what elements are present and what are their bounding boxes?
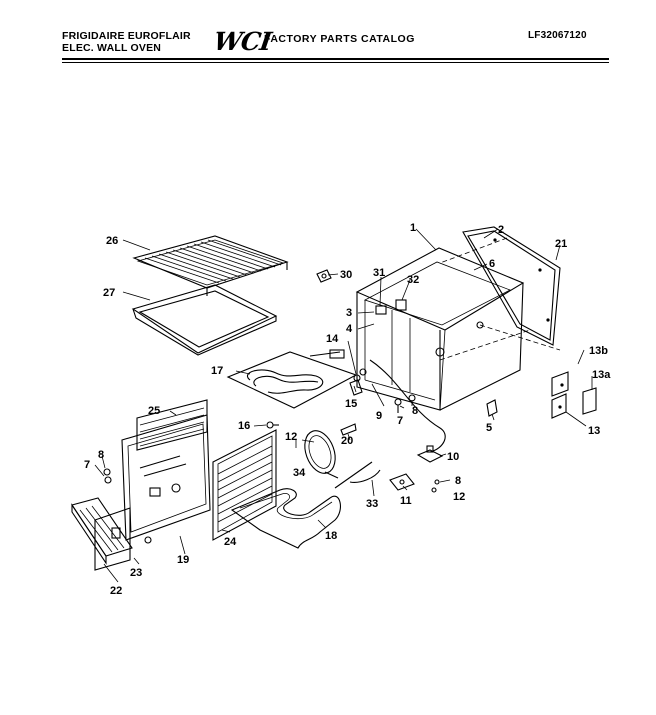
label-8c: 8 xyxy=(455,475,461,487)
label-9: 9 xyxy=(376,410,382,422)
label-13b: 13b xyxy=(589,345,608,357)
leader-lines xyxy=(94,228,593,583)
part-labels: 26 27 1 2 6 21 30 31 32 3 4 14 17 15 9 7… xyxy=(84,222,611,597)
label-3: 3 xyxy=(346,307,352,319)
label-24: 24 xyxy=(224,536,237,548)
rear-panel xyxy=(439,226,561,346)
label-30: 30 xyxy=(340,269,352,281)
brand-line-1: FRIGIDAIRE EUROFLAIR xyxy=(62,30,191,42)
label-16: 16 xyxy=(238,420,250,432)
label-10: 10 xyxy=(447,451,459,463)
label-7a: 7 xyxy=(84,459,90,471)
broil-element xyxy=(226,349,358,409)
bake-element xyxy=(230,488,341,549)
label-22: 22 xyxy=(110,585,122,597)
label-23: 23 xyxy=(130,567,142,579)
label-21: 21 xyxy=(555,238,567,250)
label-4: 4 xyxy=(346,323,353,335)
hinge-assembly xyxy=(551,371,597,419)
label-12a: 12 xyxy=(285,431,297,443)
label-11: 11 xyxy=(400,495,412,507)
label-25: 25 xyxy=(148,405,160,417)
label-13: 13 xyxy=(588,425,600,437)
label-14: 14 xyxy=(326,333,339,345)
fan-assembly xyxy=(304,430,339,479)
label-1: 1 xyxy=(410,222,416,234)
label-8a: 8 xyxy=(412,405,418,417)
header-rule-thin xyxy=(62,62,609,63)
label-17: 17 xyxy=(211,365,223,377)
label-13a: 13a xyxy=(592,369,611,381)
oven-door xyxy=(121,414,211,541)
label-33: 33 xyxy=(366,498,378,510)
header-rule-thick xyxy=(62,58,609,60)
label-18: 18 xyxy=(325,530,337,542)
model-number: LF32067120 xyxy=(528,30,587,41)
label-19: 19 xyxy=(177,554,189,566)
small-parts xyxy=(103,269,498,493)
label-5: 5 xyxy=(486,422,492,434)
brand-title: FRIGIDAIRE EUROFLAIR ELEC. WALL OVEN xyxy=(62,30,191,54)
label-20: 20 xyxy=(341,435,353,447)
broil-pan xyxy=(131,284,278,356)
label-27: 27 xyxy=(103,287,115,299)
label-26: 26 xyxy=(106,235,118,247)
label-8b: 8 xyxy=(98,449,104,461)
label-6: 6 xyxy=(489,258,495,270)
label-12b: 12 xyxy=(453,491,465,503)
label-15: 15 xyxy=(345,398,357,410)
oven-rack xyxy=(132,235,289,296)
label-7b: 7 xyxy=(397,415,403,427)
door-frame xyxy=(94,507,152,571)
brand-line-2: ELEC. WALL OVEN xyxy=(62,42,162,54)
label-32: 32 xyxy=(407,274,419,286)
inner-door-panel xyxy=(212,429,277,541)
door-handle xyxy=(71,497,133,565)
catalog-title: FACTORY PARTS CATALOG xyxy=(264,33,415,45)
label-2: 2 xyxy=(498,224,504,236)
label-34: 34 xyxy=(293,467,306,479)
label-31: 31 xyxy=(373,267,385,279)
